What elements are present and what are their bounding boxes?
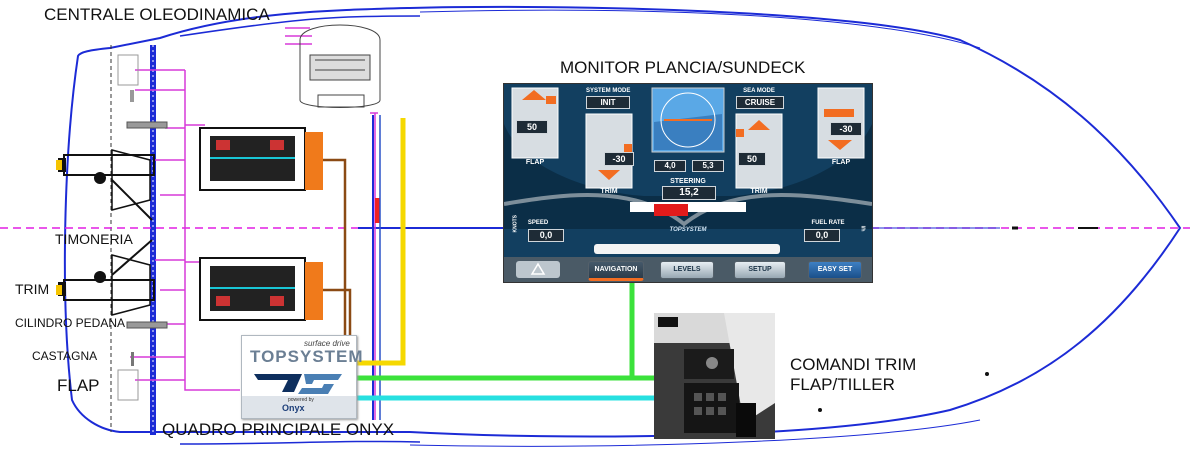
label-quadro: QUADRO PRINCIPALE ONYX [162,420,395,439]
label-cilindro: CILINDRO PEDANA [15,316,126,330]
trim-right-value: 50 [738,152,766,166]
monitor-logo: TOPSYSTEM [669,227,707,233]
yellow-cable [355,118,406,366]
photo-graphic [654,313,775,439]
cylinder-part [126,121,168,129]
fuel-title: FUEL RATE [811,220,845,226]
navigation-button[interactable]: NAVIGATION [588,261,644,281]
steering-gear-bottom [58,239,155,316]
board-logo-graphic [254,374,342,394]
engine-left-value: 4,0 [654,160,686,172]
hull-inner [179,15,421,37]
drive-unit-top [199,127,323,191]
sea-mode-title: SEA MODE [743,88,775,94]
trim-left-label: TRIM [600,188,618,195]
system-mode-title: SYSTEM MODE [586,88,631,94]
flap-right-label: FLAP [831,159,851,166]
hull-top-line [419,9,981,49]
fuel-unit: l/h [859,225,866,232]
easy-set-button[interactable]: EASY SET [808,261,862,279]
label-trim: TRIM [15,281,50,297]
label-monitor: MONITOR PLANCIA/SUNDECK [560,58,806,77]
steering-value: 15,2 [662,186,716,200]
flap-left-label: FLAP [525,159,545,166]
label-comandi-1: COMANDI TRIM [790,355,917,374]
setup-button[interactable]: SETUP [734,261,786,279]
system-mode-value: INIT [586,96,630,109]
cilindro-pedana-part [126,321,168,329]
hull-outline [63,5,1182,438]
fuel-value: 0,0 [804,229,840,242]
hull-bottom-line [409,419,981,447]
speed-unit: KNOTS [512,215,519,233]
trim-right-label: TRIM [750,188,768,195]
flap-left-value: 50 [516,120,548,134]
castagna-part [131,352,134,366]
board-brand: TOPSYSTEM [250,347,364,366]
sea-mode-value: CRUISE [736,96,784,109]
label-castagna: CASTAGNA [32,349,98,363]
board-powered: powered by [288,397,314,403]
steering-title: STEERING [670,178,706,185]
label-flap: FLAP [57,376,100,395]
board-tagline: surface drive [304,339,350,348]
levels-button[interactable]: LEVELS [660,261,714,279]
label-comandi-2: FLAP/TILLER [790,375,895,394]
hull-inner-2 [179,440,421,445]
flap-right-value: -30 [830,122,862,136]
steering-gear-top [58,149,155,221]
drive-unit-bottom [199,257,323,321]
trim-left-value: -30 [604,152,634,166]
board-onyx: Onyx [282,403,305,413]
speed-value: 0,0 [528,229,564,242]
label-timoneria: TIMONERIA [55,231,133,247]
engine-right-value: 5,3 [692,160,724,172]
trim-controls-photo [654,313,775,439]
brown-cables [323,158,352,335]
hydraulic-power-unit [299,24,381,108]
monitor-screen: SYSTEM MODE INIT SEA MODE CRUISE 50 FLAP… [503,83,873,283]
speed-title: SPEED [527,220,549,226]
control-board-onyx: surface drive TOPSYSTEM powered by Onyx [241,335,363,419]
label-centrale: CENTRALE OLEODINAMICA [44,5,270,24]
